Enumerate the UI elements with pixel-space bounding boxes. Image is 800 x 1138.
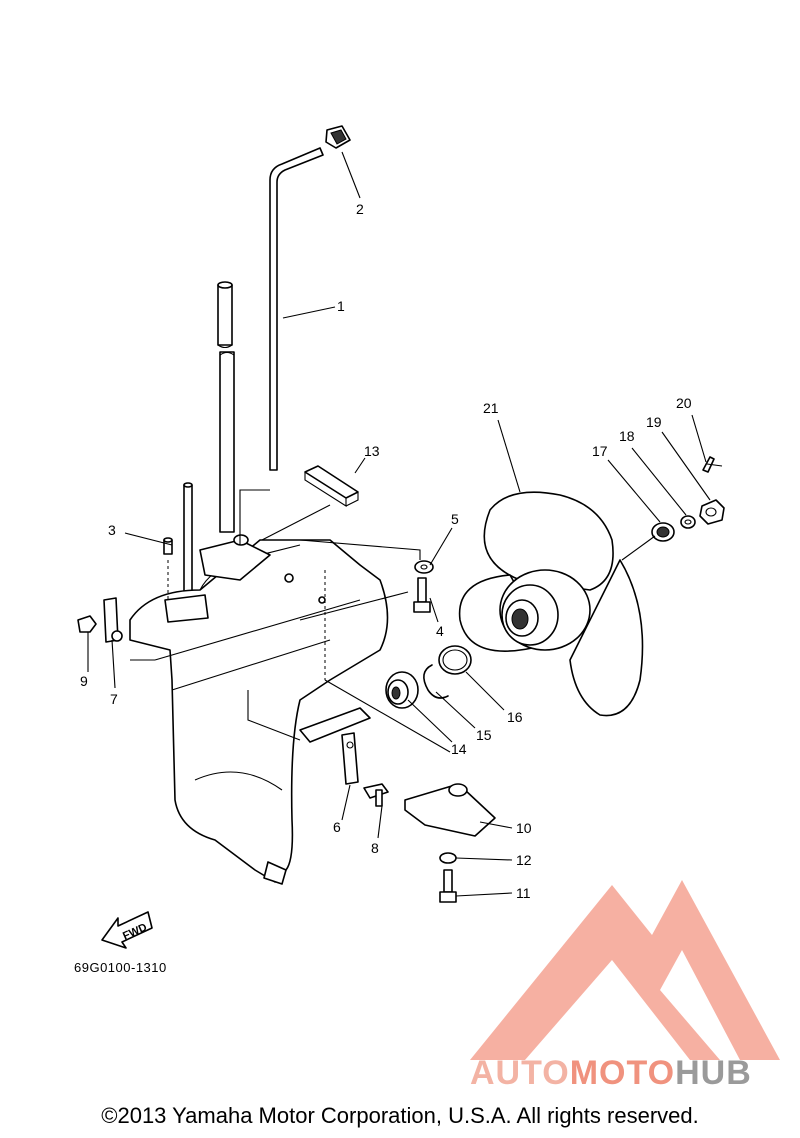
callout-6: 6 (333, 819, 341, 835)
part-12-washer (439, 852, 457, 864)
part-18-washer (680, 515, 696, 529)
part-9-nut (77, 615, 97, 633)
part-14-seal (385, 671, 419, 709)
callout-15: 15 (476, 727, 492, 743)
part-10-trim-tab (404, 783, 496, 837)
part-15-circlip (423, 664, 449, 699)
part-4-bolt (413, 577, 431, 613)
watermark-text: AUTOMOTOHUB (470, 1054, 752, 1093)
callout-4: 4 (436, 623, 444, 639)
lower-unit-case (129, 534, 389, 885)
part-13-cover (304, 465, 359, 508)
leader-lines (87, 151, 711, 897)
callout-14: 14 (451, 741, 467, 757)
drive-shaft (217, 281, 235, 533)
callout-1: 1 (337, 298, 345, 314)
callout-11: 11 (516, 885, 531, 901)
callout-18: 18 (619, 428, 635, 444)
part-19-nut (699, 499, 725, 525)
watermark-logo-icon (470, 880, 780, 1060)
callout-16: 16 (507, 709, 523, 725)
callout-21: 21 (483, 400, 499, 416)
copyright-notice: ©2013 Yamaha Motor Corporation, U.S.A. A… (101, 1103, 699, 1128)
watermark-auto: AUTO (470, 1054, 570, 1092)
shift-rod (183, 482, 193, 601)
callout-17: 17 (592, 443, 608, 459)
callout-20: 20 (676, 395, 692, 411)
part-6-plate (341, 732, 359, 785)
part-callouts: 1 2 3 4 5 6 7 8 9 10 11 12 13 14 15 16 1… (80, 201, 692, 901)
part-7-bracket (103, 597, 123, 643)
part-11-bolt (439, 869, 457, 903)
part-8-screw (363, 783, 389, 807)
watermark-hub: HUB (675, 1054, 752, 1092)
part-1-water-pipe (269, 147, 324, 471)
part-17-spacer (651, 522, 675, 542)
part-21-propeller (458, 491, 644, 717)
parts-diagram: 1 2 3 4 5 6 7 8 9 10 11 12 13 14 15 16 1… (77, 125, 780, 1060)
part-2-grommet (325, 125, 351, 149)
callout-19: 19 (646, 414, 662, 430)
callout-2: 2 (356, 201, 364, 217)
part-16-o-ring (438, 645, 472, 675)
reference-code: 69G0100-1310 (74, 960, 167, 975)
callout-8: 8 (371, 840, 379, 856)
callout-10: 10 (516, 820, 532, 836)
callout-5: 5 (451, 511, 459, 527)
callout-9: 9 (80, 673, 88, 689)
fwd-arrow-icon: FWD (101, 911, 153, 949)
watermark-moto: MOTO (569, 1054, 676, 1092)
part-5-washer (414, 560, 434, 574)
callout-13: 13 (364, 443, 380, 459)
callout-7: 7 (110, 691, 118, 707)
part-3-dowel-pin (163, 537, 173, 555)
part-20-cotter-pin (702, 456, 723, 473)
callout-12: 12 (516, 852, 532, 868)
callout-3: 3 (108, 522, 116, 538)
